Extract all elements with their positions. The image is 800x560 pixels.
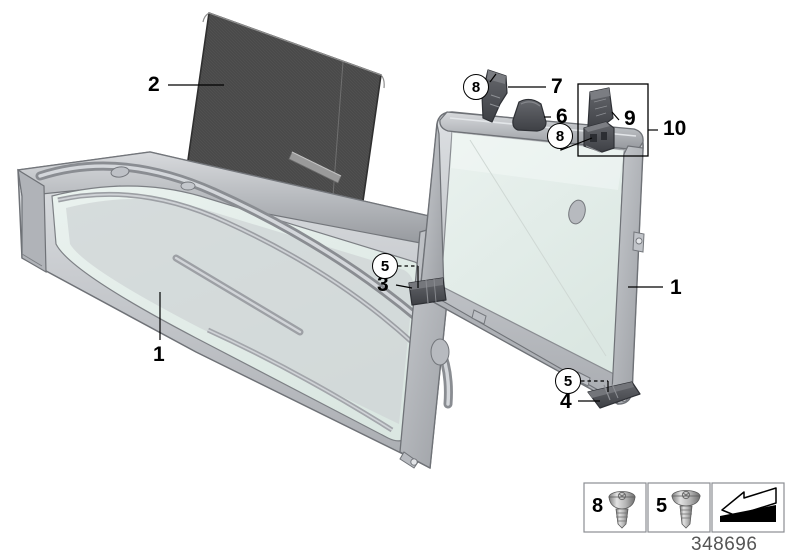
callout-5-top: 5 [372, 253, 398, 279]
leader-lines [159, 84, 663, 402]
callout-9: 9 [624, 107, 636, 130]
callout-3: 3 [377, 273, 389, 296]
legend-number-8: 8 [592, 495, 604, 517]
legend-number-5: 5 [656, 495, 668, 517]
callout-10: 10 [663, 117, 687, 140]
callout-1-left: 1 [153, 343, 165, 366]
callout-8-middle: 8 [547, 123, 573, 149]
pan-head-screw-icon [671, 490, 701, 529]
part-3-retaining-block [408, 277, 447, 306]
callout-4: 4 [560, 390, 572, 413]
callout-6: 6 [556, 105, 568, 128]
callout-1-right: 1 [670, 276, 682, 299]
drawing-number: 348696 [691, 534, 758, 555]
callout-8-top: 8 [463, 74, 489, 100]
part-10-lock-assembly-group [577, 83, 649, 157]
callout-5-bottom: 5 [555, 368, 581, 394]
part-1-frame-folded [17, 151, 456, 470]
callout-7: 7 [551, 75, 563, 98]
pan-head-screw-icon [608, 491, 636, 529]
legend [583, 482, 785, 533]
direction-arrow-icon [720, 487, 777, 522]
callout-2: 2 [148, 73, 160, 96]
part-4-catch-bracket [587, 381, 641, 409]
part-6-cover-cap [512, 98, 547, 132]
